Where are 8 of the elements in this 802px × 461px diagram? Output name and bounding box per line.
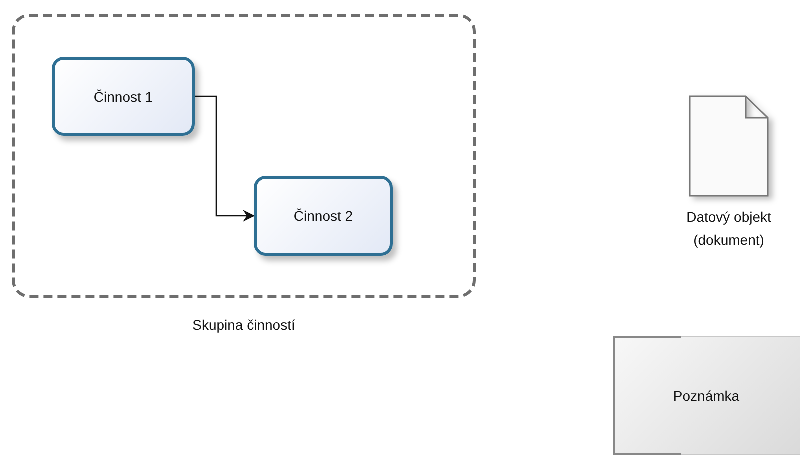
activity-box bbox=[254, 176, 393, 256]
annotation-text: Poznámka bbox=[673, 388, 740, 404]
activity-label: Činnost 2 bbox=[294, 208, 354, 224]
activity-label: Činnost 1 bbox=[94, 88, 154, 104]
arrow bbox=[195, 96, 255, 222]
group-label: Skupina činností bbox=[192, 316, 296, 334]
activity-box bbox=[52, 57, 195, 136]
document-label: Datový objekt (dokument) bbox=[686, 208, 772, 250]
